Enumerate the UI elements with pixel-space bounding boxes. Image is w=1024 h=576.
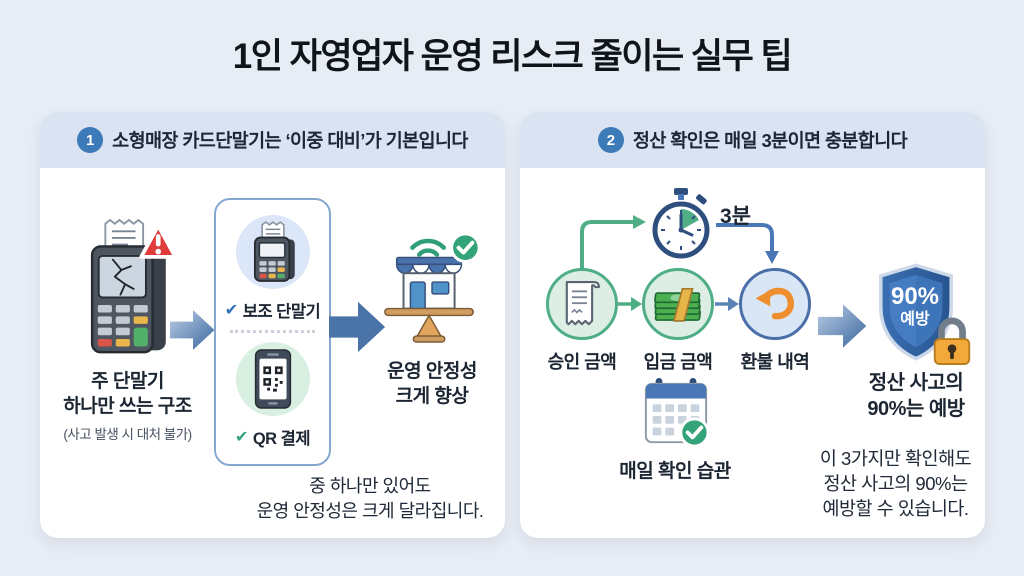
store-balance-icon (377, 226, 487, 344)
shield-result-line2: 90%는 예방 (867, 398, 965, 420)
refund-history-label: 환불 내역 (740, 352, 810, 372)
cracked-terminal-warning-icon (77, 218, 179, 358)
panel-card-terminal-tip: 1 소형매장 카드단말기는 ‘이중 대비’가 기본입니다 (40, 112, 505, 538)
panel2-header: 2 정산 확인은 매일 3분이면 충분합니다 (520, 112, 985, 168)
shield-result-line1: 정산 사고의 (868, 372, 964, 394)
calendar-check-icon (642, 378, 710, 450)
panel2-caption-line3: 예방할 수 있습니다. (822, 498, 969, 519)
panel1-body: 주 단말기 하나만 쓰는 구조 (사고 발생 시 대처 불가) (40, 168, 505, 538)
main-structure-note: (사고 발생 시 대처 불가) (63, 427, 192, 442)
qr-phone-icon (235, 342, 310, 417)
backup-terminal-icon (235, 214, 310, 289)
primary-terminal-figure: 주 단말기 하나만 쓰는 구조 (사고 발생 시 대처 불가) (45, 218, 210, 443)
arrow-right-icon (329, 299, 387, 355)
arrow-right-icon (170, 308, 216, 352)
main-structure-label-line1: 주 단말기 (91, 371, 164, 392)
backup-terminal-label: 보조 단말기 (242, 302, 321, 321)
check-icon: ✔ (234, 429, 248, 447)
arrow-right-icon (818, 302, 868, 350)
cash-stack-icon (651, 281, 705, 327)
panel2-body: 3분 (520, 168, 985, 538)
panel2-caption: 이 3가지만 확인해도 정산 사고의 90%는 예방할 수 있습니다. (798, 446, 993, 521)
store-stability-figure: 운영 안정성 크게 향상 (362, 226, 502, 409)
panel1-caption-line2: 운영 안정성은 크게 달라집니다. (256, 501, 484, 521)
approval-amount-circle (546, 268, 618, 340)
arrow-right-icon (617, 295, 643, 313)
shield-result-label: 정산 사고의 90%는 예방 (850, 370, 982, 422)
options-divider (230, 330, 315, 334)
page-title: 1인 자영업자 운영 리스크 줄이는 실무 팁 (232, 37, 793, 76)
check-icon: ✔ (224, 301, 238, 319)
deposit-amount-label: 입금 금액 (643, 352, 713, 372)
panel2-caption-line2: 정산 사고의 90%는 (823, 473, 968, 494)
panel1-header: 1 소형매장 카드단말기는 ‘이중 대비’가 기본입니다 (40, 112, 505, 168)
qr-payment-label: QR 결제 (252, 430, 311, 449)
flow-connector-arrows (520, 168, 830, 273)
number-badge-1: 1 (77, 127, 104, 153)
qr-payment-option: ✔ QR 결제 (234, 425, 311, 449)
backup-options-box: ✔ 보조 단말기 ✔ QR 결제 (214, 198, 331, 466)
panel1-caption-line1: 중 하나만 있어도 (309, 476, 431, 496)
panel1-title: 소형매장 카드단말기는 ‘이중 대비’가 기본입니다 (112, 130, 468, 151)
arrow-right-icon (714, 295, 740, 313)
stopwatch-icon (650, 188, 712, 262)
shield-icon (872, 262, 960, 362)
panel2-title: 정산 확인은 매일 3분이면 충분합니다 (632, 130, 908, 151)
refund-history-circle (739, 268, 811, 340)
result-label-line1: 운영 안정성 (387, 361, 477, 382)
habit-label: 매일 확인 습관 (619, 461, 731, 482)
panel1-caption: 중 하나만 있어도 운영 안정성은 크게 달라집니다. (225, 474, 515, 524)
main-structure-label-line2: 하나만 쓰는 구조 (63, 396, 192, 417)
padlock-icon (929, 316, 975, 366)
approval-amount-label: 승인 금액 (547, 352, 617, 372)
result-label-line2: 크게 향상 (395, 386, 469, 407)
panel2-caption-line1: 이 3가지만 확인해도 (819, 448, 972, 469)
undo-arrow-icon (752, 283, 798, 325)
timer-label: 3분 (720, 205, 751, 228)
panel-settlement-tip: 2 정산 확인은 매일 3분이면 충분합니다 (520, 112, 985, 538)
receipt-icon (558, 277, 606, 331)
number-badge-2: 2 (597, 127, 624, 153)
backup-terminal-option: ✔ 보조 단말기 (224, 298, 321, 322)
deposit-amount-circle (642, 268, 714, 340)
